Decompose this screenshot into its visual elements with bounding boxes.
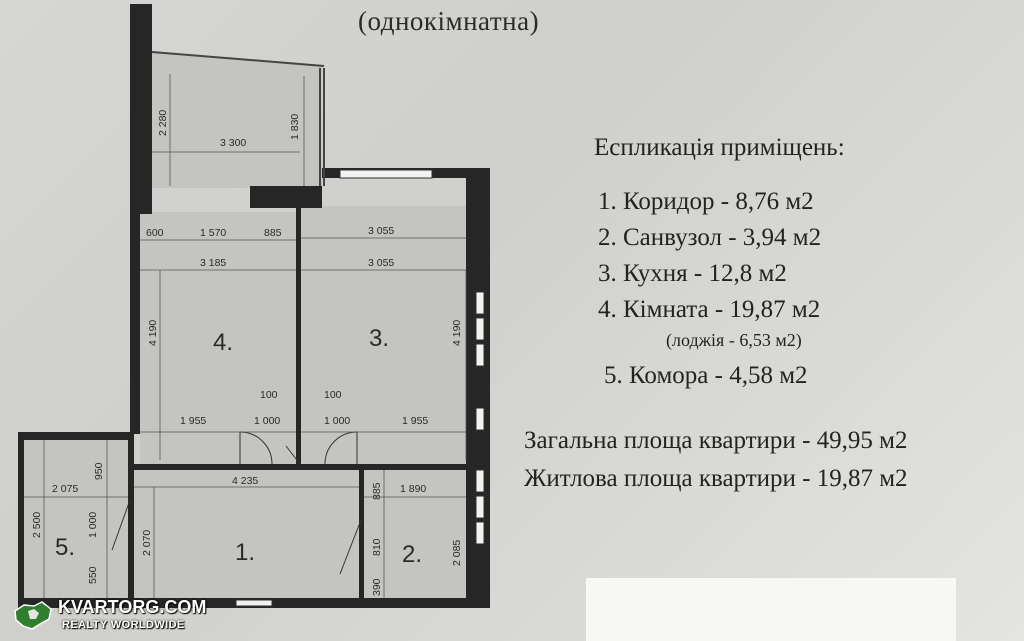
room-number-1: 1.	[235, 539, 255, 566]
dim-label: 1 570	[200, 227, 226, 239]
blank-label-area	[586, 578, 956, 641]
east-window-5	[475, 469, 485, 493]
dim-label: 2 075	[52, 483, 78, 495]
loggia-fill	[152, 52, 322, 188]
legend-item-storage: 5. Комора - 4,58 м2	[604, 362, 808, 389]
room-fills	[24, 52, 468, 600]
wall-partition-4-3	[296, 206, 301, 466]
legend-header: Еспликація приміщень:	[594, 134, 845, 161]
east-window-7	[475, 521, 485, 545]
wall-corridor-top	[130, 464, 468, 470]
dim-label: 1 830	[289, 114, 301, 140]
wall-storage-top	[18, 432, 134, 440]
dim-label: 3 185	[200, 257, 226, 269]
wall-loggia-bottom	[250, 186, 322, 208]
room-1-fill	[134, 470, 361, 600]
kitchen-window	[339, 169, 433, 179]
living-area: Житлова площа квартири - 19,87 м2	[524, 465, 908, 492]
watermark-brand: KVARTORG.COM	[58, 597, 207, 617]
dimension-labels: 2 280 3 300 1 830 600 1 570 885 3 055 3 …	[31, 110, 463, 596]
dim-label: 1 000	[87, 512, 99, 538]
wall-storage-east	[128, 432, 134, 604]
east-window-2	[475, 317, 485, 341]
east-window-4	[475, 407, 485, 431]
legend-item-bathroom: 2. Санвузол - 3,94 м2	[598, 224, 822, 251]
loggia-railing	[151, 51, 325, 186]
room-3-fill	[301, 206, 468, 464]
dim-label: 100	[260, 389, 278, 401]
door-room-1	[285, 445, 301, 465]
dim-label: 810	[371, 538, 383, 556]
dim-label: 3 300	[220, 137, 246, 149]
wall-partition-1-2	[359, 470, 364, 604]
room-number-3: 3.	[369, 325, 389, 352]
east-window-6	[475, 495, 485, 519]
dim-label: 1 000	[324, 415, 350, 427]
east-window-1	[475, 291, 485, 315]
dim-label: 550	[87, 566, 99, 584]
room-number-4: 4.	[213, 329, 233, 356]
wall-storage-west	[18, 432, 24, 604]
watermark-tagline: REALTY WORLDWIDE	[62, 619, 185, 631]
dim-label: 4 190	[147, 320, 159, 346]
door-bathroom	[339, 519, 362, 575]
legend-panel: Еспликація приміщень: 1. Коридор - 8,76 …	[524, 0, 1024, 641]
page-subtitle: (однокімнатна)	[358, 6, 540, 36]
room-number-5: 5.	[55, 534, 75, 561]
dim-label: 1 890	[400, 483, 426, 495]
dim-label: 3 055	[368, 257, 394, 269]
total-area: Загальна площа квартири - 49,95 м2	[524, 427, 908, 454]
dim-label: 2 500	[31, 512, 43, 538]
room-labels: 1. 2. 3. 4. 5.	[55, 325, 422, 568]
windows	[235, 169, 485, 607]
dim-label: 885	[264, 227, 282, 239]
room-5-fill	[24, 440, 132, 598]
room-4-fill	[140, 212, 298, 464]
dim-label: 2 280	[157, 110, 169, 136]
legend-item-kitchen: 3. Кухня - 12,8 м2	[598, 260, 787, 287]
legend-item-corridor: 1. Коридор - 8,76 м2	[598, 188, 814, 215]
dim-label: 1 000	[254, 415, 280, 427]
legend-item-room: 4. Кімната - 19,87 м2	[598, 296, 821, 323]
ukraine-map-icon	[14, 601, 52, 630]
dim-label: 390	[371, 578, 383, 596]
dim-label: 950	[93, 462, 105, 480]
dim-label: 885	[371, 482, 383, 500]
dim-label: 4 190	[451, 320, 463, 346]
bottom-window	[235, 599, 273, 607]
wall-west-mid	[130, 212, 140, 434]
dim-label: 3 055	[368, 225, 394, 237]
dim-label: 1 955	[402, 415, 428, 427]
dim-label: 4 235	[232, 475, 258, 487]
dim-label: 600	[146, 227, 164, 239]
dim-label: 2 070	[141, 530, 153, 556]
room-2-fill	[364, 470, 468, 600]
dim-label: 1 955	[180, 415, 206, 427]
room-number-2: 2.	[402, 541, 422, 568]
east-window-3	[475, 343, 485, 367]
dim-label: 2 085	[451, 540, 463, 566]
door-storage	[111, 499, 131, 551]
legend-note-loggia: (лоджія - 6,53 м2)	[666, 330, 802, 350]
wall-west-upper	[130, 4, 152, 214]
dimension-lines	[24, 74, 467, 598]
dim-label: 100	[324, 389, 342, 401]
